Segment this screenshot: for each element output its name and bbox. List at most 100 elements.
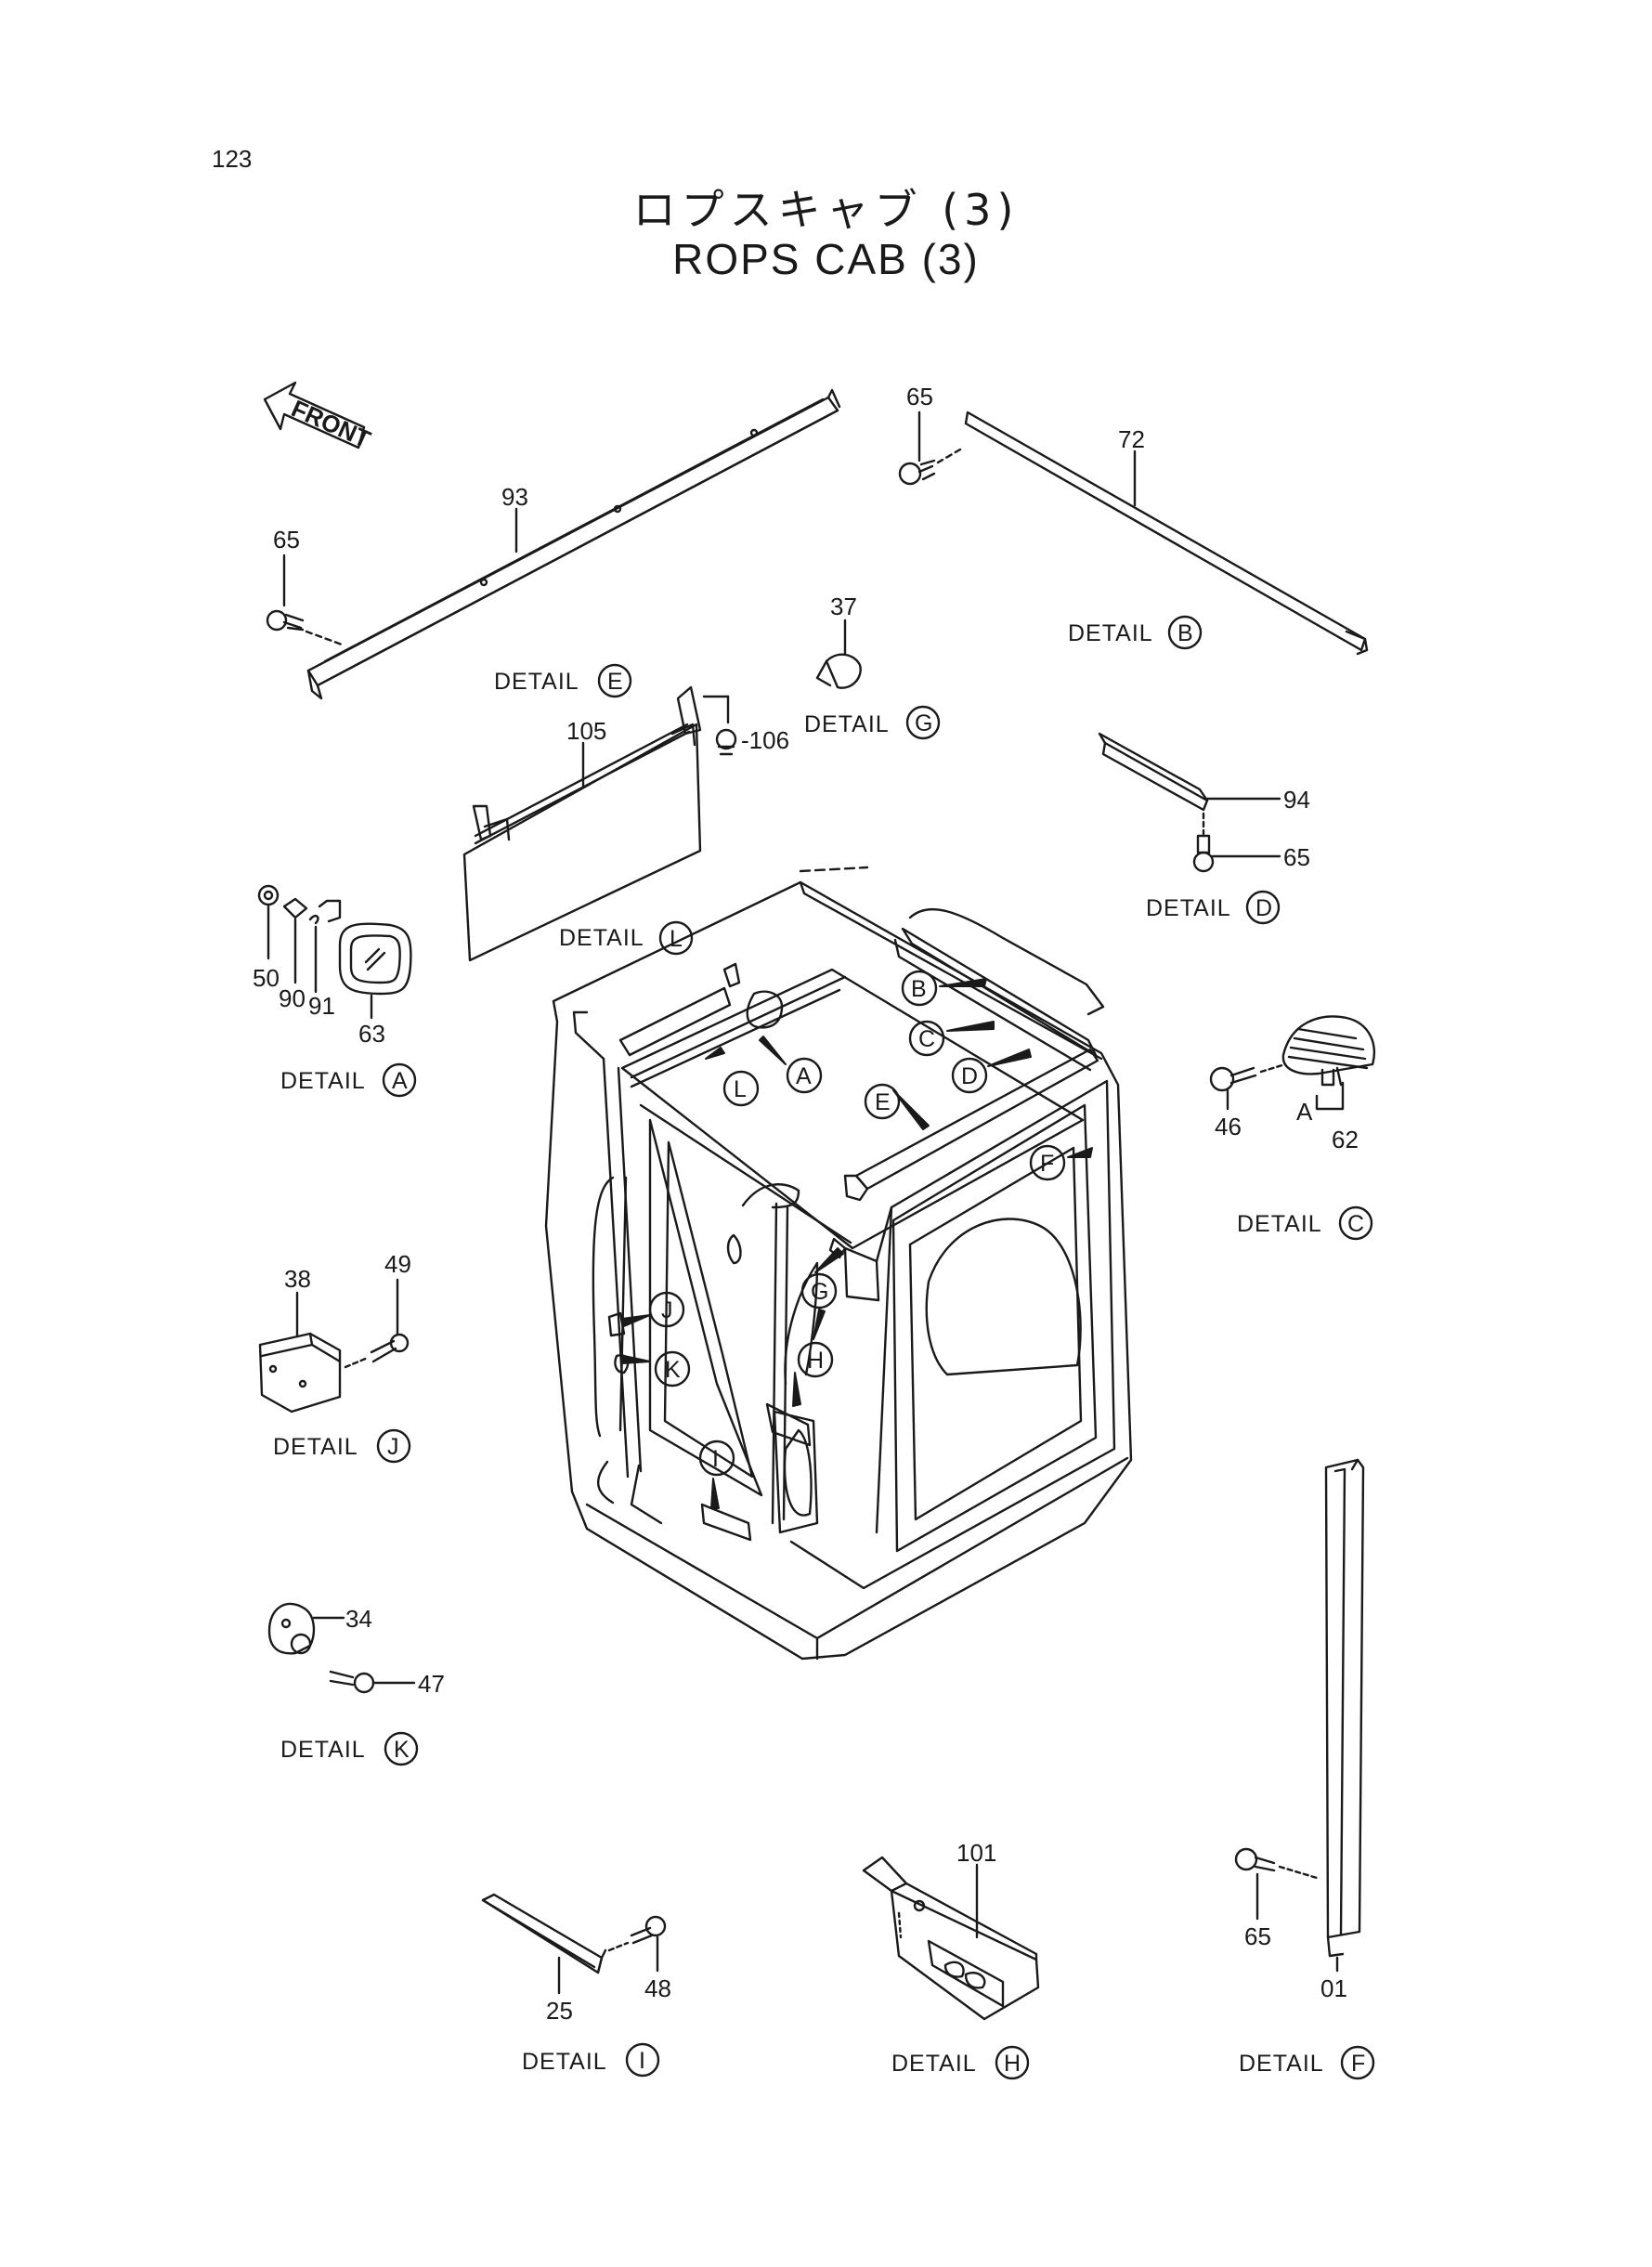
part-number-106: -106 <box>741 726 789 754</box>
strip-94 <box>1098 732 1209 812</box>
detail-f-letter: F <box>1351 2051 1365 2077</box>
channel-rail-93 <box>306 388 841 700</box>
part-number-38: 38 <box>284 1265 311 1293</box>
detail-k-label: DETAIL <box>280 1737 366 1763</box>
detail-h-label: DETAIL <box>891 2051 977 2077</box>
part-number-34: 34 <box>345 1605 372 1633</box>
part-number-46: 46 <box>1215 1113 1242 1140</box>
part-number-62-a: A <box>1296 1098 1313 1126</box>
title-japanese: ロプスキャブ (3) <box>632 185 1020 235</box>
callout-k: K <box>665 1357 681 1383</box>
detail-g-label: DETAIL <box>804 711 890 737</box>
detail-b-letter: B <box>1177 620 1193 646</box>
part-number-93: 93 <box>501 483 528 511</box>
bolt-65-icon <box>1192 834 1215 873</box>
detail-a-letter: A <box>392 1068 408 1094</box>
lock-101 <box>862 1856 1040 2021</box>
part-number-50: 50 <box>253 964 280 992</box>
part-number-47: 47 <box>418 1670 445 1698</box>
detail-k-circle <box>384 1731 419 1766</box>
detail-d-label: DETAIL <box>1146 895 1231 921</box>
callout-d: D <box>961 1063 978 1089</box>
sun-visor-105 <box>462 685 702 962</box>
detail-f-label: DETAIL <box>1239 2051 1324 2077</box>
part-number-65-d: 65 <box>1283 843 1310 871</box>
part-number-63: 63 <box>358 1020 385 1048</box>
detail-i-circle <box>625 2042 660 2078</box>
grommet-37-icon <box>815 653 862 689</box>
detail-k-letter: K <box>394 1737 410 1763</box>
part-number-65-f: 65 <box>1244 1922 1271 1950</box>
callout-b: B <box>911 976 927 1002</box>
detail-h-letter: H <box>1004 2051 1021 2077</box>
page-number: 123 <box>212 145 253 173</box>
detail-e-letter: E <box>607 669 623 695</box>
bolt-106-icon <box>715 728 737 756</box>
callout-g: G <box>811 1279 828 1305</box>
part-number-94: 94 <box>1283 786 1310 814</box>
callout-a: A <box>796 1063 812 1089</box>
detail-j-label: DETAIL <box>273 1434 358 1460</box>
callout-f: F <box>1040 1151 1054 1177</box>
detail-f-circle <box>1340 2045 1375 2080</box>
cover-38 <box>258 1332 342 1414</box>
detail-j-letter: J <box>387 1434 399 1460</box>
lamp-detail-a <box>257 884 412 996</box>
callout-c: C <box>918 1026 935 1052</box>
detail-l-letter: L <box>670 926 683 952</box>
part-number-101: 101 <box>956 1839 996 1867</box>
detail-i-letter: I <box>639 2048 645 2074</box>
detail-g-letter: G <box>915 710 932 736</box>
detail-d-letter: D <box>1255 895 1272 921</box>
bolt-46-icon <box>1209 1066 1257 1092</box>
front-arrow-icon: FRONT <box>263 381 375 453</box>
part-number-37: 37 <box>830 593 857 620</box>
callout-letters <box>648 970 1066 1477</box>
bolt-49-icon <box>370 1333 410 1363</box>
callout-l: L <box>734 1076 747 1102</box>
bolt-65-icon <box>1234 1847 1276 1872</box>
detail-a-circle <box>382 1062 417 1098</box>
cab-callouts <box>621 978 1093 1509</box>
part-number-72: 72 <box>1118 425 1145 453</box>
callout-h: H <box>807 1348 824 1374</box>
detail-c-letter: C <box>1347 1211 1364 1237</box>
bolt-65-icon <box>898 459 936 486</box>
detail-b-label: DETAIL <box>1068 620 1153 646</box>
bolt-48-icon <box>630 1915 667 1945</box>
detail-i-label: DETAIL <box>522 2049 607 2075</box>
part-number-65-left: 65 <box>273 526 300 554</box>
part-number-49: 49 <box>384 1250 411 1278</box>
part-number-90: 90 <box>279 984 306 1012</box>
detail-g-circle <box>905 705 941 740</box>
detail-a-label: DETAIL <box>280 1068 366 1094</box>
detail-b-circle <box>1167 615 1203 650</box>
detail-c-circle <box>1338 1205 1373 1241</box>
part-number-65-top: 65 <box>906 383 933 410</box>
strip-25 <box>481 1893 607 1974</box>
bar-72 <box>964 410 1369 656</box>
pillar-01 <box>1324 1458 1365 1958</box>
bolt-47-icon <box>329 1670 375 1694</box>
callout-j: J <box>661 1297 673 1323</box>
part-number-48: 48 <box>644 1974 671 2002</box>
part-number-62: 62 <box>1332 1126 1359 1153</box>
detail-e-circle <box>597 663 632 698</box>
light-detail-c <box>1281 1015 1376 1087</box>
detail-e-label: DETAIL <box>494 669 579 695</box>
bolt-65-icon <box>266 609 305 632</box>
front-label: FRONT <box>287 394 374 453</box>
part-number-105: 105 <box>566 717 606 745</box>
detail-j-circle <box>376 1428 411 1464</box>
callout-i: I <box>712 1446 719 1472</box>
detail-c-label: DETAIL <box>1237 1211 1322 1237</box>
part-number-01: 01 <box>1320 1974 1347 2002</box>
detail-l-circle <box>658 920 694 956</box>
detail-d-circle <box>1245 890 1281 925</box>
part-number-25: 25 <box>546 1997 573 2025</box>
detail-l-label: DETAIL <box>559 925 644 951</box>
detail-h-circle <box>995 2045 1030 2080</box>
part-number-91: 91 <box>308 992 335 1020</box>
bracket-34 <box>267 1602 316 1655</box>
